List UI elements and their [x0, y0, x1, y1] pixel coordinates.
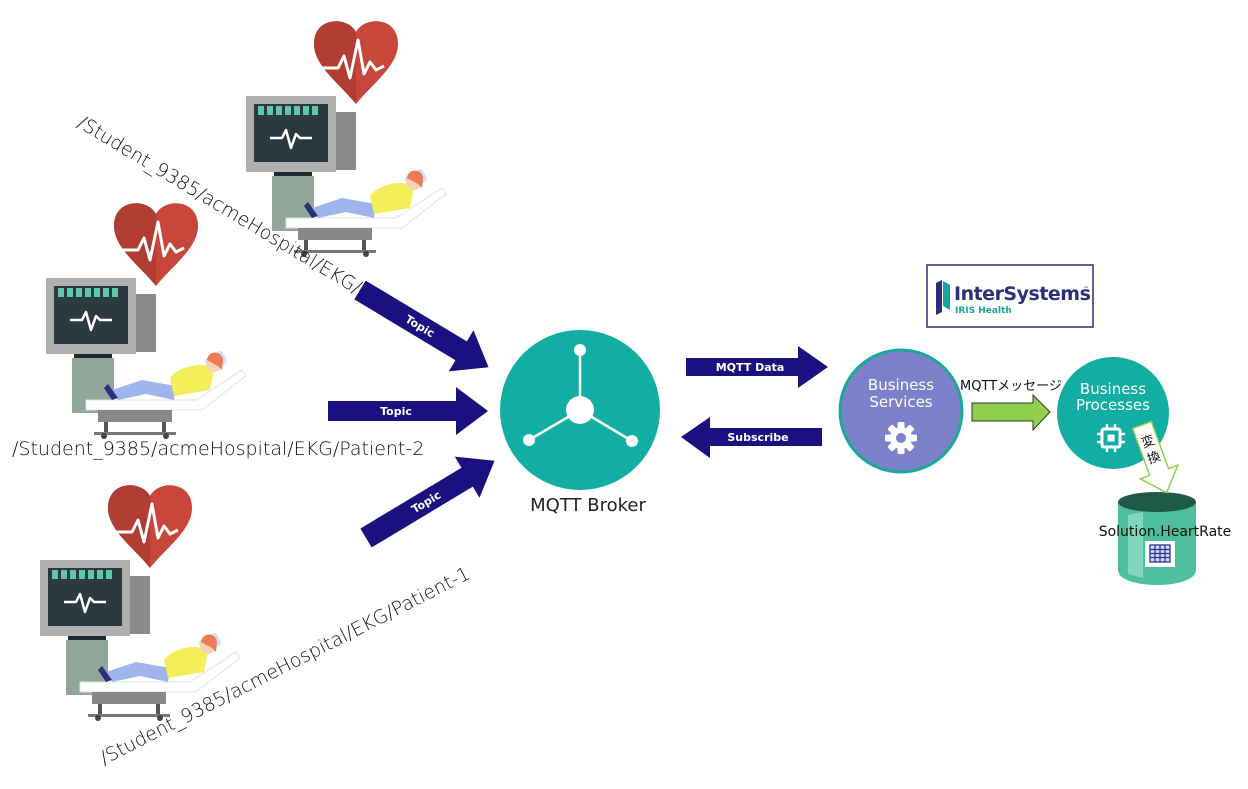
subscribe-label: Subscribe: [727, 431, 788, 444]
mqtt-data-label: MQTT Data: [716, 361, 785, 374]
logo-text: InterSystems: [954, 283, 1091, 305]
mqtt-message-label: MQTTメッセージ: [960, 379, 1062, 394]
heart-icon: [112, 201, 200, 288]
topic-arrow-patient-2: Topic: [328, 387, 488, 435]
patient-2-station: [44, 276, 248, 441]
mqtt-broker-node: [500, 330, 660, 490]
logo-tm: ™: [1083, 286, 1089, 293]
business-services-label-line2: Services: [869, 393, 932, 411]
subscribe-arrow: Subscribe: [681, 417, 822, 458]
transform-arrow: 変 換: [1131, 420, 1180, 494]
business-processes-label-line1: Business: [1080, 380, 1146, 398]
topic-arrow-patient-1: Topic: [360, 456, 495, 548]
heart-icon: [106, 483, 194, 570]
database-label: Solution.HeartRate: [1099, 524, 1232, 540]
business-services-node: Business Services: [838, 348, 964, 474]
transform-label-char1: 変: [1139, 432, 1157, 451]
transform-label-char2: 換: [1145, 449, 1162, 468]
heart-icon: [312, 19, 400, 106]
topic-arrow-patient-3: Topic: [354, 280, 489, 372]
mqtt-broker-label: MQTT Broker: [530, 495, 646, 516]
topic-arrow-label: Topic: [380, 405, 412, 418]
logo-mark-icon: [936, 280, 942, 315]
logo-subtext: IRIS Health: [955, 306, 1012, 316]
solution-heartrate-database: [1118, 492, 1196, 585]
gear-icon: [885, 422, 917, 454]
business-services-label-line1: Business: [868, 376, 934, 394]
chip-icon: [1097, 424, 1125, 452]
mqtt-data-arrow: MQTT Data: [686, 346, 828, 388]
intersystems-iris-health-logo: InterSystems ™ IRIS Health: [926, 264, 1094, 328]
business-processes-label-line2: Processes: [1076, 396, 1150, 414]
topic-path-patient-2: /Student_9385/acmeHospital/EKG/Patient-2: [12, 438, 424, 460]
mqtt-message-arrow: [971, 393, 1051, 432]
broker-hub-icon: [523, 344, 638, 447]
